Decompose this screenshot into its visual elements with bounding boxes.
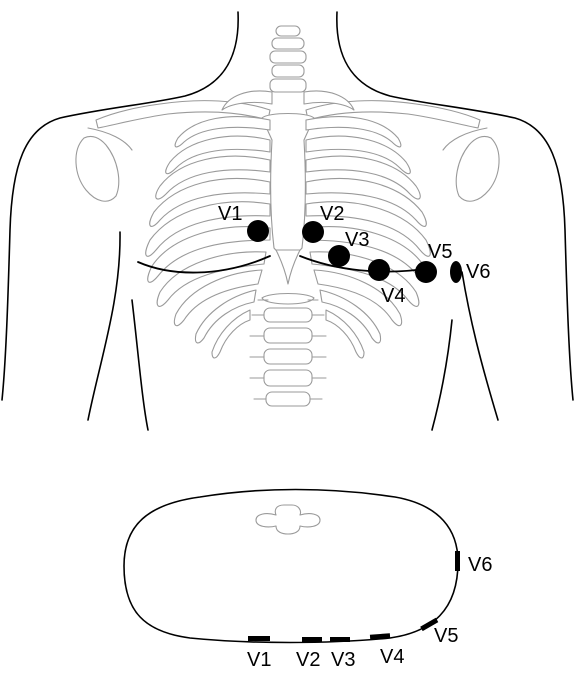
cross-section-view: V1 V2 V3 V4 V5 V6 — [124, 490, 492, 672]
chest-label-v3: V3 — [345, 229, 369, 251]
cross-label-v1: V1 — [247, 649, 271, 671]
left-flank-line — [132, 300, 148, 430]
torso-left-outline — [2, 12, 238, 400]
chest-label-v1: V1 — [218, 203, 242, 225]
cervical-spine — [270, 26, 306, 92]
left-arm-line — [88, 232, 120, 420]
xiphoid-process — [276, 250, 300, 284]
cross-electrode-v2 — [302, 637, 322, 642]
cross-electrode-v1 — [248, 636, 270, 641]
chest-label-v5: V5 — [428, 241, 452, 263]
right-shoulder-joint — [456, 136, 499, 201]
vertebra-cross-section — [256, 505, 320, 534]
cross-label-v2: V2 — [296, 649, 320, 671]
chest-label-v6: V6 — [466, 261, 490, 283]
cross-electrode-v6 — [455, 551, 460, 571]
electrode-v5 — [415, 261, 437, 283]
right-flank-line — [432, 320, 452, 430]
electrode-v6 — [450, 261, 462, 283]
lumbar-spine — [250, 294, 326, 407]
cross-label-v6: V6 — [468, 554, 492, 576]
cross-label-v3: V3 — [331, 649, 355, 671]
chest-label-v4: V4 — [381, 285, 405, 307]
electrode-v1 — [247, 220, 269, 242]
skeleton — [76, 26, 499, 406]
electrode-v4 — [368, 259, 390, 281]
left-shoulder-joint — [76, 136, 119, 201]
right-arm-line — [462, 272, 498, 420]
chest-label-v2: V2 — [320, 203, 344, 225]
cross-label-v5: V5 — [434, 625, 458, 647]
cross-label-v4: V4 — [380, 646, 404, 668]
cross-electrode-v3 — [330, 637, 350, 642]
